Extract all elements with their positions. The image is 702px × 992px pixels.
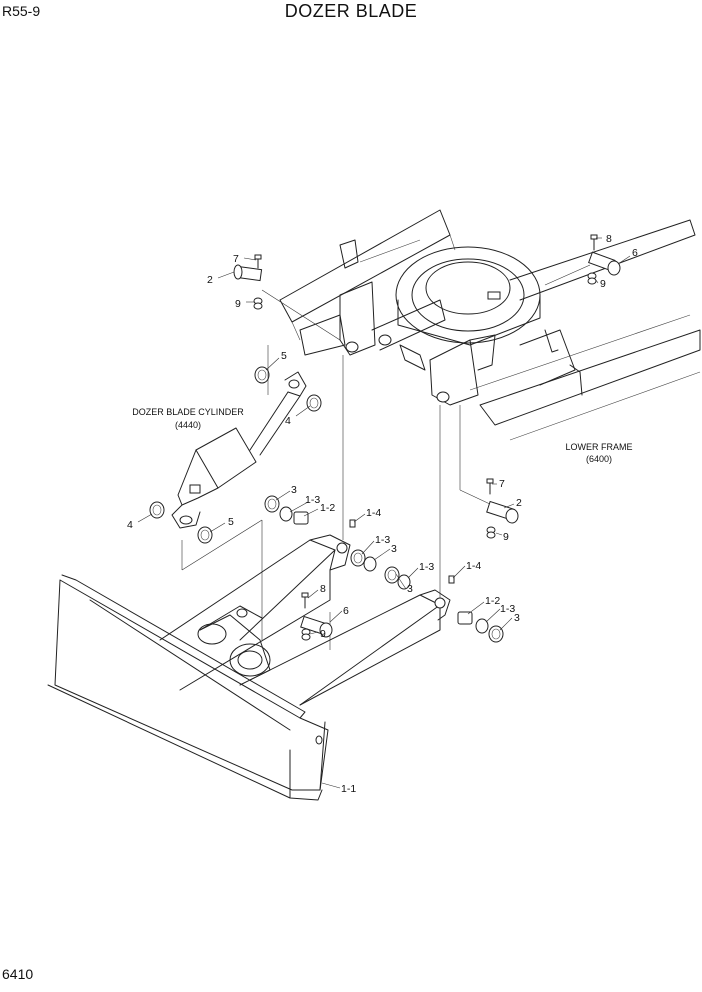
callout-3: 3 (407, 583, 413, 595)
dozer-blade-assembly (47, 534, 451, 801)
callout-1-3: 1-3 (375, 534, 390, 546)
callout-1-2: 1-2 (320, 502, 335, 514)
callout-9: 9 (320, 628, 326, 640)
model-label: R55-9 (2, 3, 41, 19)
callout-1-4: 1-4 (466, 560, 481, 572)
cylinder-code: (4440) (175, 420, 201, 430)
page-number: 6410 (2, 966, 34, 982)
callout-9: 9 (235, 298, 241, 310)
cylinder-label: DOZER BLADE CYLINDER (132, 407, 244, 417)
bolts-washers (253, 234, 598, 641)
callout-7: 7 (499, 478, 505, 490)
callout-3: 3 (514, 612, 520, 624)
callout-5: 5 (281, 350, 287, 362)
pin-lower-mid (300, 615, 333, 638)
callout-8: 8 (320, 583, 326, 595)
callout-1-1: 1-1 (341, 783, 356, 795)
callout-leaders (137, 237, 631, 789)
seals-bushings (149, 366, 504, 643)
pins (233, 251, 621, 638)
callout-1-4: 1-4 (366, 507, 381, 519)
page-title: DOZER BLADE (284, 1, 418, 21)
lower-frame (279, 209, 701, 441)
callout-3: 3 (391, 543, 397, 555)
callout-5: 5 (228, 516, 234, 528)
callout-1-3: 1-3 (500, 603, 515, 615)
pin-upper-right (588, 251, 621, 276)
callout-3: 3 (291, 484, 297, 496)
callout-7: 7 (233, 253, 239, 265)
callout-6: 6 (632, 247, 638, 259)
callout-4: 4 (127, 519, 133, 531)
callout-2: 2 (516, 497, 522, 509)
dozer-blade-cylinder (171, 371, 307, 529)
callout-8: 8 (606, 233, 612, 245)
callout-1-3: 1-3 (419, 561, 434, 573)
callout-2: 2 (207, 274, 213, 286)
callout-6: 6 (343, 605, 349, 617)
leader-lines (181, 264, 591, 650)
callout-9: 9 (600, 278, 606, 290)
lower-frame-code: (6400) (586, 454, 612, 464)
callout-9: 9 (503, 531, 509, 543)
callout-1-2: 1-2 (485, 595, 500, 607)
lower-frame-label: LOWER FRAME (565, 442, 632, 452)
pin-lower-right (486, 500, 519, 524)
callout-4: 4 (285, 415, 291, 427)
pin-upper-left (233, 264, 263, 282)
callouts: 7 2 9 8 6 9 5 4 3 1-3 1-2 1-4 4 5 1-3 3 … (127, 233, 638, 795)
callout-1-3: 1-3 (305, 494, 320, 506)
